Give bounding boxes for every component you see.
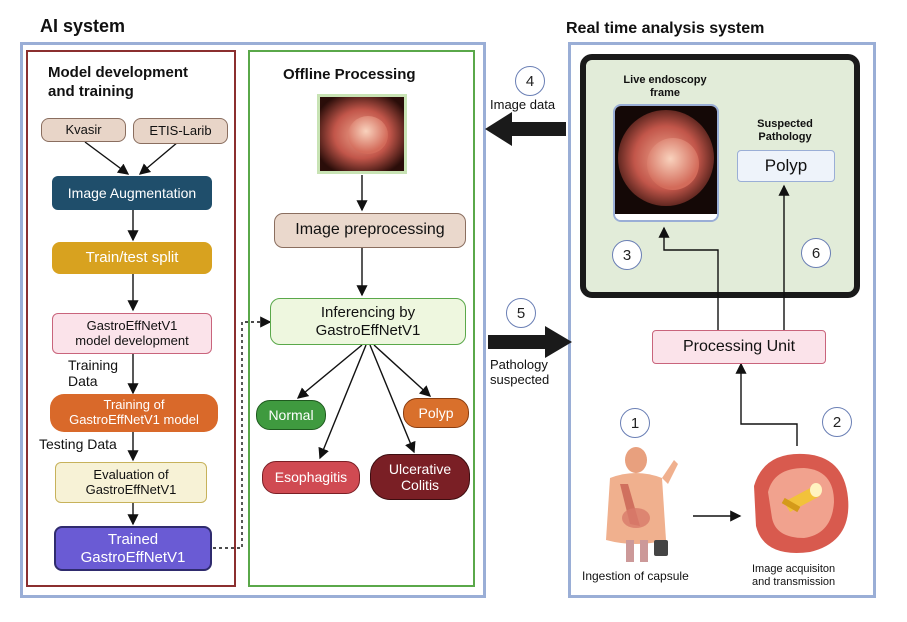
image-preprocessing: Image preprocessing xyxy=(274,213,466,248)
pathology-label: Pathology suspected xyxy=(490,357,550,387)
endoscopy-thumbnail xyxy=(317,94,407,174)
acquisition-label: Image acquisiton and transmission xyxy=(752,563,836,589)
training-model: Training of GastroEffNetV1 model xyxy=(50,394,218,432)
live-frame-label: Live endoscopy frame xyxy=(623,74,707,99)
realtime-panel xyxy=(568,42,876,598)
model-development: GastroEffNetV1 model development xyxy=(52,313,212,354)
realtime-title: Real time analysis system xyxy=(566,20,765,37)
capsule-in-stomach-illustration xyxy=(744,446,854,560)
class-polyp: Polyp xyxy=(403,398,469,428)
step-4: 4 xyxy=(515,66,545,96)
class-esophagitis: Esophagitis xyxy=(262,461,360,494)
class-normal: Normal xyxy=(256,400,326,430)
train-test-split: Train/test split xyxy=(52,242,212,274)
image-data-label: Image data xyxy=(490,97,556,112)
step-6: 6 xyxy=(801,238,831,268)
training-data-label: Training Data xyxy=(68,357,119,390)
capsule-ingestion-illustration xyxy=(580,444,692,564)
inferencing: Inferencing by GastroEffNetV1 xyxy=(270,298,466,345)
model-dev-title: Model development and training xyxy=(48,64,189,100)
dataset-etis-larib: ETIS-Larib xyxy=(133,118,228,144)
ai-system-title: AI system xyxy=(40,16,126,36)
suspected-value: Polyp xyxy=(737,150,835,182)
offline-panel xyxy=(248,50,475,587)
evaluation: Evaluation of GastroEffNetV1 xyxy=(55,462,207,503)
class-ulcerative-colitis: Ulcerative Colitis xyxy=(370,454,470,500)
step-2: 2 xyxy=(822,407,852,437)
dataset-kvasir: Kvasir xyxy=(41,118,126,142)
live-endoscopy-frame xyxy=(613,104,719,222)
testing-data-label: Testing Data xyxy=(39,436,117,452)
ai-system-panel xyxy=(20,42,486,598)
image-augmentation: Image Augmentation xyxy=(52,176,212,210)
ingestion-label: Ingestion of capsule xyxy=(582,569,689,583)
offline-title: Offline Processing xyxy=(283,66,416,83)
suspected-pathology-label: Suspected Pathology xyxy=(757,118,813,143)
step-5: 5 xyxy=(506,298,536,328)
trained-model: Trained GastroEffNetV1 xyxy=(54,526,212,571)
step-1: 1 xyxy=(620,408,650,438)
model-dev-panel xyxy=(26,50,236,587)
processing-unit: Processing Unit xyxy=(652,330,826,364)
step-3: 3 xyxy=(612,240,642,270)
